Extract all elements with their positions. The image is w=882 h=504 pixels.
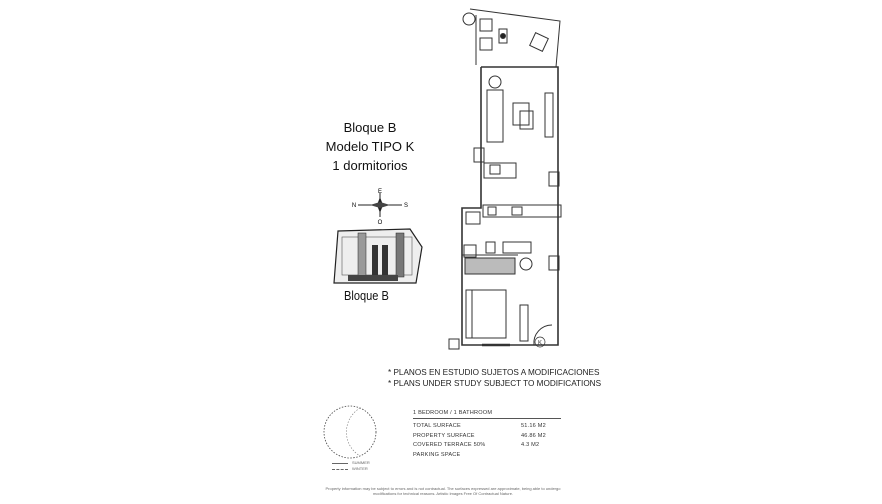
model-name: Modelo TIPO K xyxy=(325,139,415,154)
row-label: TOTAL SURFACE xyxy=(413,423,461,429)
table-row: PROPERTY SURFACE 46.86 M2 xyxy=(413,433,561,443)
key-plan-label: Bloque B xyxy=(344,288,389,303)
row-label: COVERED TERRACE 50% xyxy=(413,442,486,448)
compass-south: S xyxy=(404,203,408,209)
table-row: COVERED TERRACE 50% 4.3 M2 xyxy=(413,442,561,452)
sun-legend: SUMMER WINTER xyxy=(332,460,370,472)
table-header: 1 BEDROOM / 1 BATHROOM xyxy=(413,410,561,419)
note-es: * PLANOS EN ESTUDIO SUJETOS A MODIFICACI… xyxy=(388,368,600,377)
bedroom xyxy=(448,289,553,350)
legend-summer: SUMMER xyxy=(352,460,370,465)
compass-east: E xyxy=(378,189,382,195)
living-room xyxy=(461,66,560,346)
unit-marker: K xyxy=(538,341,542,347)
legend-winter: WINTER xyxy=(352,466,368,471)
disclaimer: Property information may be subject to e… xyxy=(325,486,561,496)
key-plan-image xyxy=(333,228,423,284)
compass-west: O xyxy=(378,220,383,226)
row-value xyxy=(521,452,561,462)
compass-rose-icon: E N S O xyxy=(352,189,408,226)
bedroom-count: 1 dormitorios xyxy=(332,158,408,173)
row-value: 46.86 M2 xyxy=(521,432,546,439)
compass-north: N xyxy=(352,203,356,209)
sun-path-diagram xyxy=(323,405,382,459)
table-row: TOTAL SURFACE 51.16 M2 xyxy=(413,423,561,433)
row-label: PROPERTY SURFACE xyxy=(413,432,475,439)
floor-plan: K xyxy=(448,8,562,350)
notes: * PLANOS EN ESTUDIO SUJETOS A MODIFICACI… xyxy=(388,367,601,389)
row-value: 51.16 M2 xyxy=(521,423,546,429)
row-label: PARKING SPACE xyxy=(413,451,461,458)
terrace xyxy=(462,8,561,68)
kitchen-bath xyxy=(462,204,562,275)
row-value: 4.3 M2 xyxy=(521,442,540,448)
heading: Bloque B Modelo TIPO K 1 dormitorios xyxy=(310,118,430,175)
block-name: Bloque B xyxy=(343,120,397,135)
table-row: PARKING SPACE xyxy=(413,452,561,462)
surface-table: 1 BEDROOM / 1 BATHROOM TOTAL SURFACE 51.1… xyxy=(413,410,561,461)
unit-marker-icon xyxy=(534,336,546,348)
note-en: * PLANS UNDER STUDY SUBJECT TO MODIFICAT… xyxy=(388,379,602,388)
